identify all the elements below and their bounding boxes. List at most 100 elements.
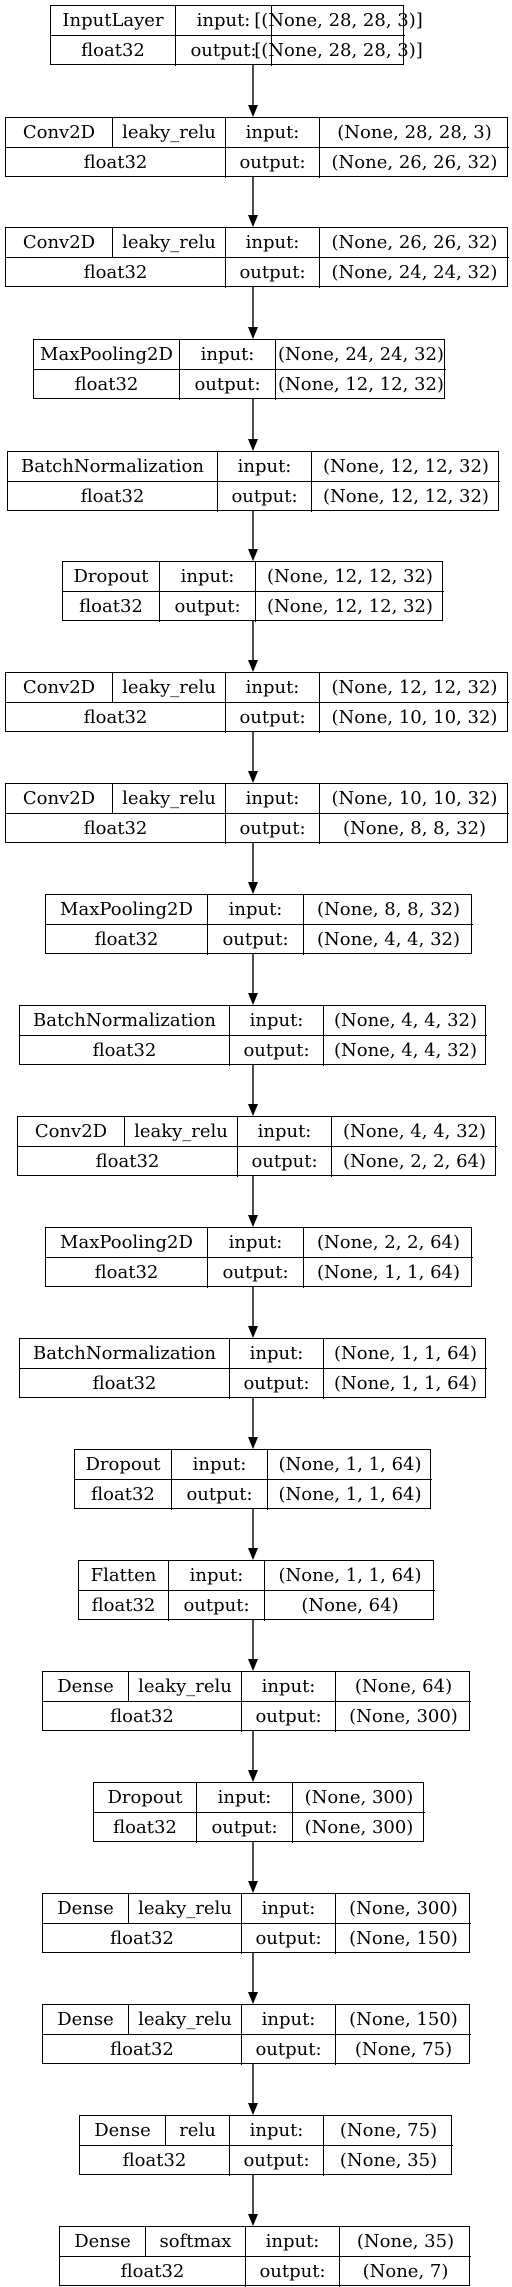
layer-dtype: float32 xyxy=(34,370,180,400)
layer-type: Dense xyxy=(60,2227,146,2257)
layer-dtype: float32 xyxy=(63,592,160,622)
layer-type: Flatten xyxy=(79,1561,169,1591)
input-label: input: xyxy=(242,1672,336,1702)
layer-activation: relu xyxy=(166,2116,230,2146)
output-label: output: xyxy=(230,2146,324,2176)
input-shape: (None, 10, 10, 32) xyxy=(320,784,509,814)
arrow-head xyxy=(248,1437,258,1449)
layer-activation: leaky_relu xyxy=(129,1894,242,1924)
output-shape: (None, 24, 24, 32) xyxy=(331,262,498,283)
input-shape: (None, 300) xyxy=(336,1894,471,1924)
output-label: output: xyxy=(242,1702,336,1732)
layer-dtype: float32 xyxy=(20,1369,230,1399)
input-shape: (None, 12, 12, 32) xyxy=(320,673,509,703)
input-label: input: xyxy=(160,562,256,592)
layer-type: Conv2D xyxy=(6,673,113,703)
arrow-head xyxy=(248,1659,258,1671)
arrow-head xyxy=(248,882,258,894)
layer-type: Dense xyxy=(43,2005,129,2035)
output-label: output: xyxy=(208,1258,304,1288)
input-shape: (None, 2, 2, 64) xyxy=(304,1228,473,1258)
output-shape: (None, 4, 4, 32) xyxy=(316,929,460,950)
input-label: input: xyxy=(218,452,312,482)
output-shape: (None, 8, 8, 32) xyxy=(342,818,486,839)
layer-type: Dense xyxy=(80,2116,166,2146)
input-shape: (None, 1, 1, 64) xyxy=(324,1339,487,1369)
layer-type: Conv2D xyxy=(18,1117,125,1147)
layer-dtype: float32 xyxy=(6,258,226,288)
arrow-head xyxy=(248,2103,258,2115)
output-label: output: xyxy=(242,1924,336,1954)
layer-activation: leaky_relu xyxy=(113,118,226,148)
output-label: output: xyxy=(226,703,320,733)
output-shape: (None, 75) xyxy=(354,2039,453,2060)
output-label: output: xyxy=(160,592,256,622)
layer-activation: leaky_relu xyxy=(129,2005,242,2035)
input-shape: (None, 300) xyxy=(293,1783,425,1813)
input-label: input: xyxy=(208,895,304,925)
arrow-head xyxy=(248,771,258,783)
output-shape: (None, 4, 4, 32) xyxy=(333,1040,477,1061)
arrow-head xyxy=(248,549,258,561)
output-shape: (None, 150) xyxy=(349,1928,458,1949)
layer-type: MaxPooling2D xyxy=(46,1228,208,1258)
arrow-head xyxy=(248,2214,258,2226)
input-label: input: xyxy=(197,1783,293,1813)
layer-dtype: float32 xyxy=(20,1036,230,1066)
layer-type: MaxPooling2D xyxy=(34,340,180,370)
input-label: input: xyxy=(169,1561,265,1591)
output-label: output: xyxy=(197,1813,293,1843)
output-label: output: xyxy=(230,1369,324,1399)
layer-dtype: float32 xyxy=(6,148,226,178)
layer-dtype: float32 xyxy=(43,2035,242,2065)
output-label: output: xyxy=(238,1147,332,1177)
output-shape: (None, 2, 2, 64) xyxy=(342,1151,486,1172)
output-shape: (None, 1, 1, 64) xyxy=(333,1373,477,1394)
output-shape: [(None, 28, 28, 3)] xyxy=(254,40,423,61)
output-label: output: xyxy=(226,814,320,844)
input-shape: (None, 150) xyxy=(336,2005,471,2035)
arrow-head xyxy=(248,327,258,339)
input-shape: (None, 75) xyxy=(324,2116,453,2146)
arrow-head xyxy=(248,993,258,1005)
input-shape: [(None, 28, 28, 3)] xyxy=(254,6,423,36)
output-shape: (None, 7) xyxy=(362,2261,449,2282)
input-label: input: xyxy=(246,2227,340,2257)
input-shape: (None, 64) xyxy=(336,1672,471,1702)
layer-type: Conv2D xyxy=(6,118,113,148)
layer-type: Dense xyxy=(43,1672,129,1702)
arrow-head xyxy=(248,215,258,227)
layer-dtype: float32 xyxy=(51,36,176,66)
input-shape: (None, 28, 28, 3) xyxy=(320,118,509,148)
layer-type: BatchNormalization xyxy=(8,452,218,482)
output-label: output: xyxy=(169,1591,265,1621)
output-label: output: xyxy=(226,258,320,288)
layer-dtype: float32 xyxy=(60,2257,246,2287)
layer-dtype: float32 xyxy=(43,1924,242,1954)
input-label: input: xyxy=(230,1339,324,1369)
layer-dtype: float32 xyxy=(80,2146,230,2176)
arrow-head xyxy=(248,1770,258,1782)
layer-type: Dropout xyxy=(75,1450,172,1480)
input-label: input: xyxy=(180,340,276,370)
layer-activation: softmax xyxy=(146,2227,246,2257)
output-label: output: xyxy=(180,370,276,400)
arrow-head xyxy=(248,1104,258,1116)
layer-dtype: float32 xyxy=(46,1258,208,1288)
layer-dtype: float32 xyxy=(75,1480,172,1510)
input-label: input: xyxy=(226,228,320,258)
layer-type: InputLayer xyxy=(51,6,176,36)
input-label: input: xyxy=(176,6,272,36)
